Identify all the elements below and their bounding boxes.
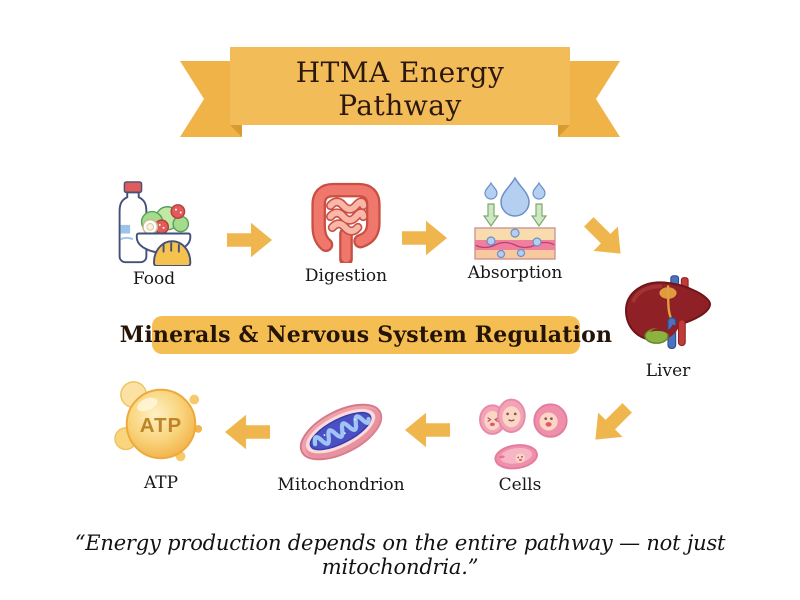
- node-label-cells: Cells: [498, 475, 542, 495]
- node-atp: ATP ATP: [112, 378, 210, 493]
- arrow-right-icon: [402, 220, 448, 256]
- node-liver: Liver: [616, 272, 720, 381]
- title-ribbon-icon: [180, 47, 620, 137]
- absorption-icon: [474, 176, 556, 260]
- page-title: HTMA Energy Pathway: [295, 56, 505, 122]
- digestion-icon: [311, 182, 381, 263]
- food-icon: [118, 181, 192, 266]
- cells-icon: [479, 398, 568, 470]
- arrow-down-right-icon: [583, 216, 621, 254]
- arrow-left-icon: [404, 412, 450, 448]
- atp-icon: ATP: [114, 381, 203, 462]
- node-cells: Cells: [468, 392, 572, 495]
- node-label-atp: ATP: [143, 473, 179, 493]
- node-label-absorption: Absorption: [467, 263, 563, 283]
- atp-icon-text: ATP: [140, 414, 183, 437]
- arrow-left-icon: [224, 414, 270, 450]
- liver-icon: [624, 275, 711, 350]
- node-food: Food: [112, 180, 196, 289]
- node-label-liver: Liver: [645, 361, 691, 381]
- node-label-mitochondrion: Mitochondrion: [277, 475, 405, 495]
- footer-quote: “Energy production depends on the entire…: [74, 531, 726, 579]
- node-label-food: Food: [132, 269, 176, 289]
- node-digestion: Digestion: [304, 181, 388, 286]
- arrow-down-left-icon: [595, 402, 633, 440]
- node-mitochondrion: Mitochondrion: [277, 392, 405, 495]
- mitochondrion-icon: [299, 403, 383, 461]
- node-absorption: Absorption: [466, 176, 564, 283]
- arrow-right-icon: [227, 222, 273, 258]
- minerals-regulation-banner: Minerals & Nervous System Regulation: [120, 316, 612, 354]
- node-label-digestion: Digestion: [304, 266, 388, 286]
